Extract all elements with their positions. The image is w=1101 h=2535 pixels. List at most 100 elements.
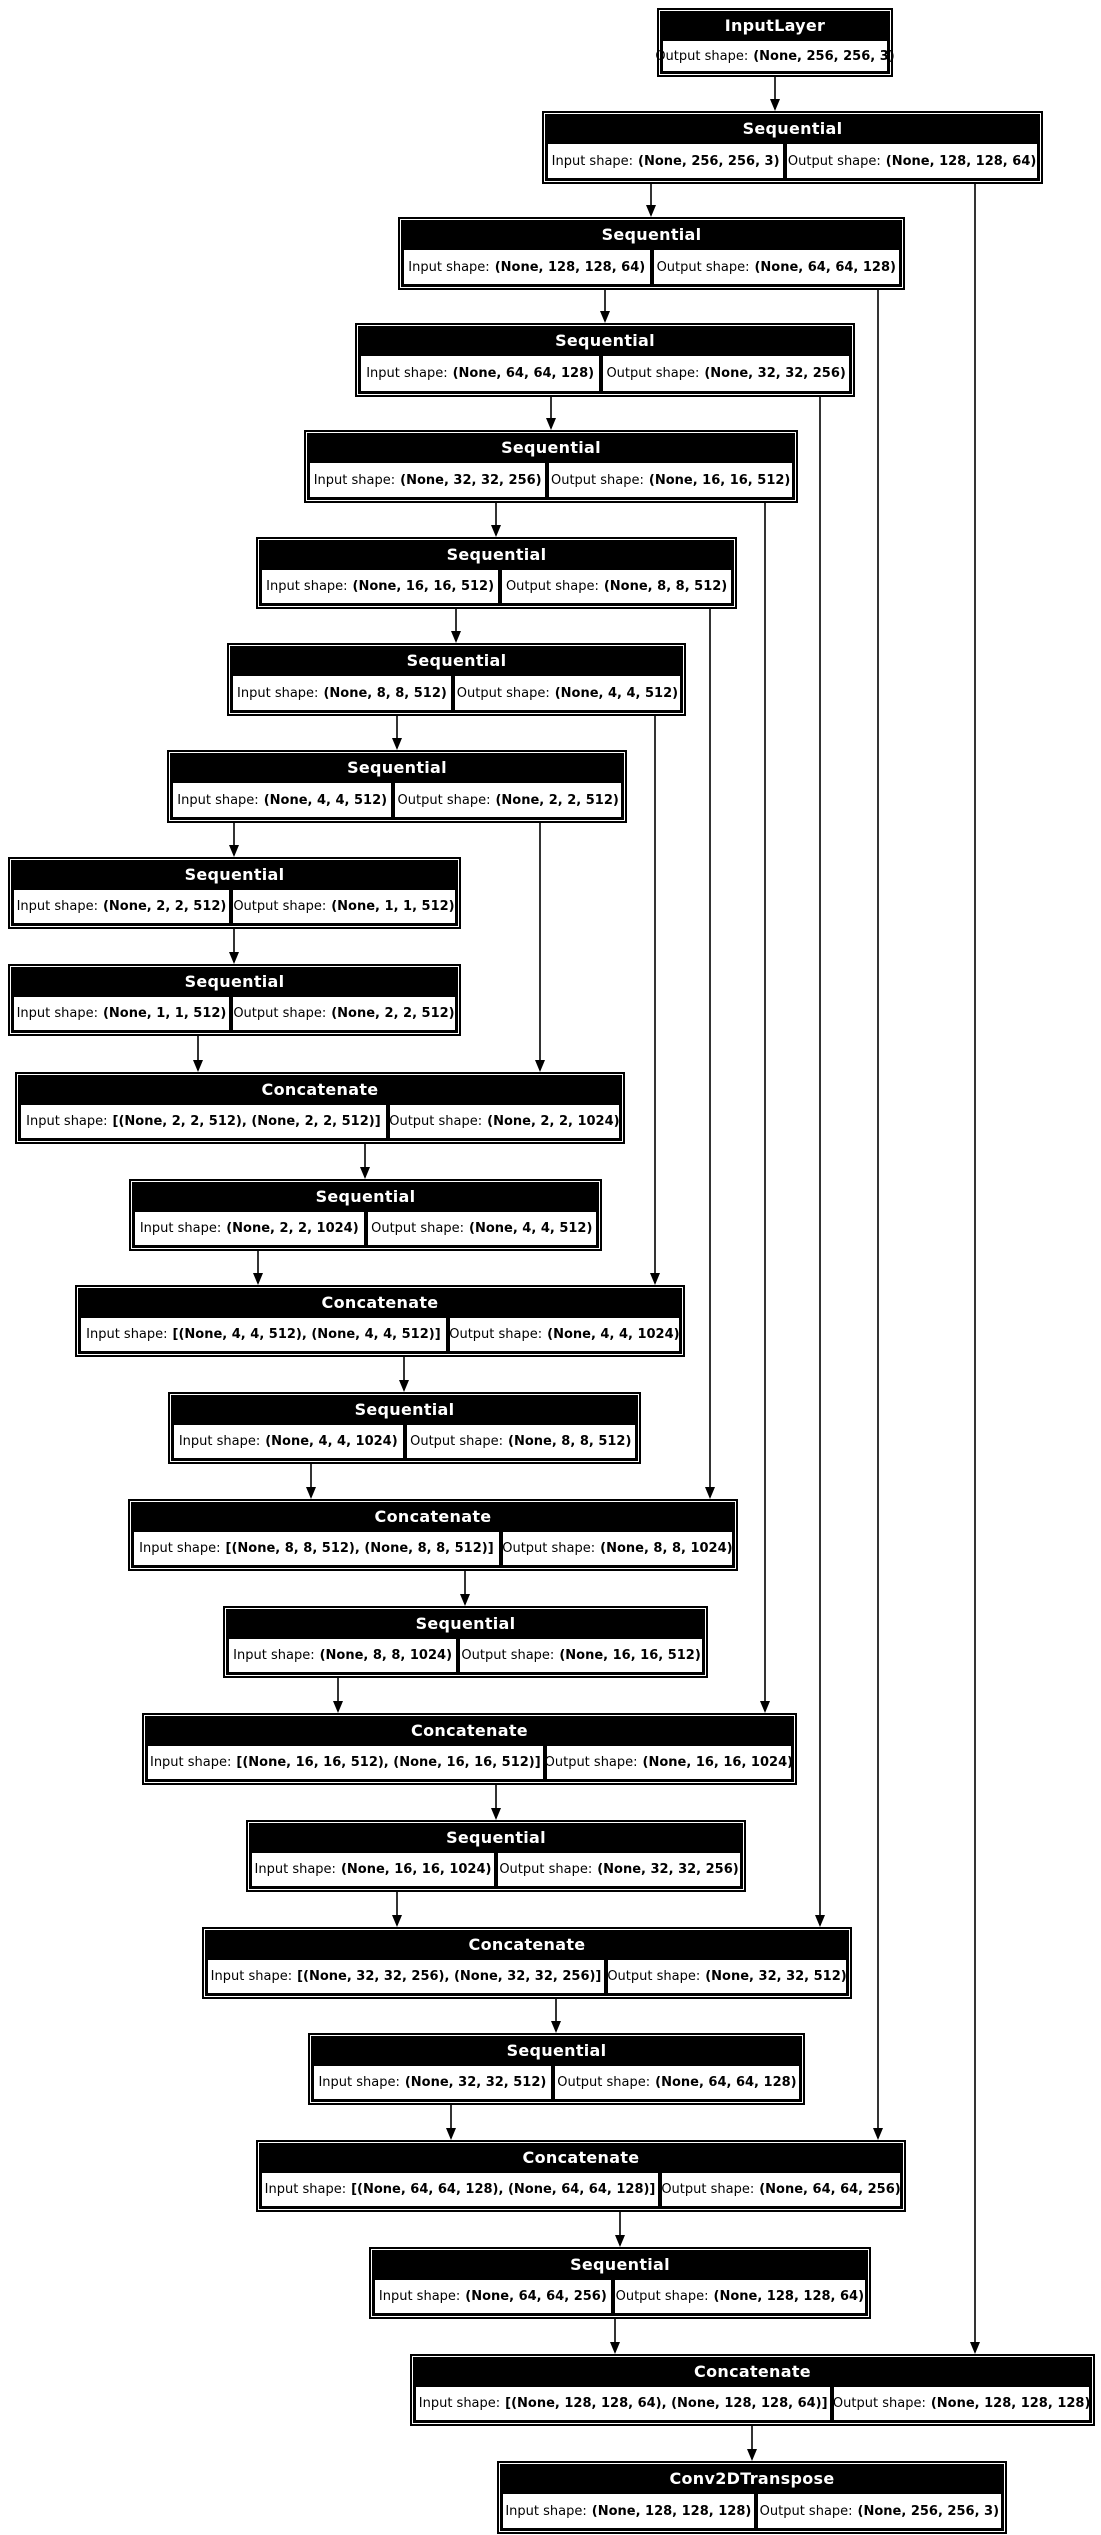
node-cells: Input shape:(None, 32, 32, 256)Output sh… (310, 463, 792, 497)
node-cell-input: Input shape:[(None, 64, 64, 128), (None,… (262, 2173, 659, 2206)
node-title: Concatenate (411, 1721, 528, 1740)
shape-value: (None, 16, 16, 1024) (340, 1862, 492, 1877)
shape-label: Output shape: (233, 1006, 327, 1021)
shape-label: Input shape: (26, 1114, 108, 1129)
shape-label: Input shape: (233, 1648, 315, 1663)
node-cells: Input shape:(None, 256, 256, 3)Output sh… (548, 144, 1037, 178)
shape-label: Output shape: (787, 153, 881, 169)
shape-label: Output shape: (606, 366, 700, 381)
node-cell-output: Output shape:(None, 16, 16, 512) (460, 1639, 702, 1672)
node-cell-output: Output shape:(None, 128, 128, 128) (833, 2387, 1090, 2420)
shape-label: Input shape: (149, 1755, 232, 1770)
node-title: Conv2DTranspose (669, 2469, 835, 2488)
shape-label: Output shape: (607, 1969, 701, 1984)
shape-value: (None, 1, 1, 512) (331, 899, 455, 914)
shape-value: (None, 4, 4, 512) (263, 792, 388, 808)
shape-label: Output shape: (615, 2289, 709, 2304)
shape-label: Input shape: (16, 1006, 98, 1021)
shape-value: (None, 8, 8, 512) (323, 685, 447, 701)
shape-value: (None, 4, 4, 512) (554, 685, 679, 701)
node-seq8: Sequential Input shape:(None, 2, 2, 512)… (8, 857, 461, 929)
node-cell-input: Input shape:(None, 64, 64, 256) (375, 2280, 611, 2313)
shape-value: (None, 64, 64, 128) (754, 259, 896, 275)
node-cell-input: Input shape:(None, 256, 256, 3) (548, 144, 784, 178)
shape-label: Output shape: (371, 1221, 465, 1236)
shape-value: (None, 256, 256, 3) (753, 48, 895, 64)
node-cell-input: Input shape:(None, 32, 32, 256) (310, 463, 546, 497)
shape-value: (None, 64, 64, 128) (655, 2075, 797, 2090)
node-cell-input: Input shape:(None, 128, 128, 128) (503, 2494, 754, 2528)
shape-value: (None, 2, 2, 1024) (226, 1221, 359, 1236)
shape-label: Output shape: (389, 1114, 483, 1129)
node-cell-input: Input shape: (None, 2, 2, 1024) (135, 1212, 364, 1245)
shape-value: (None, 32, 32, 512) (404, 2075, 547, 2090)
node-c3: Concatenate Input shape:[(None, 8, 8, 51… (128, 1499, 738, 1571)
shape-value: (None, 32, 32, 256) (704, 366, 846, 381)
shape-label: Input shape: (86, 1327, 168, 1342)
node-cells: Input shape:(None, 32, 32, 512)Output sh… (314, 2066, 799, 2099)
node-cells: Input shape:(None, 64, 64, 128) Output sh… (361, 356, 849, 391)
node-title: Sequential (184, 865, 285, 884)
node-cell-input: Input shape: (None, 1, 1, 512) (14, 997, 229, 1030)
node-cells: Input shape:(None, 8, 8, 1024)Output sha… (229, 1639, 702, 1672)
shape-label: Input shape: (139, 1221, 222, 1236)
node-seq11: Sequential Input shape:(None, 4, 4, 1024… (168, 1392, 641, 1464)
shape-value: (None, 1, 1, 512) (102, 1006, 227, 1021)
node-title: Sequential (415, 1614, 516, 1633)
node-cell-output: Output shape:(None, 1, 1, 512) (232, 890, 455, 923)
shape-label: Output shape: (502, 1541, 596, 1556)
shape-value: [(None, 16, 16, 512), (None, 16, 16, 512… (236, 1755, 541, 1770)
node-c2: Concatenate Input shape:[(None, 4, 4, 51… (75, 1285, 685, 1357)
node-cells: Input shape:[(None, 32, 32, 256), (None,… (208, 1960, 847, 1993)
node-cell-output: Output shape:(None, 4, 4, 1024) (449, 1318, 680, 1351)
node-cell-input: Input shape:(None, 4, 4, 1024) (174, 1425, 403, 1458)
shape-value: (None, 8, 8, 1024) (600, 1541, 733, 1556)
node-cell-output: Output shape:(None, 8, 8, 512) (502, 570, 731, 603)
node-seq2: Sequential Input shape:(None, 128, 128, … (398, 217, 905, 290)
node-title: Sequential (601, 225, 702, 244)
shape-value: (None, 2, 2, 512) (495, 792, 619, 808)
node-cell-input: Input shape:(None, 64, 64, 128) (361, 356, 600, 391)
node-cell-input: Input shape:(None, 4, 4, 512) (173, 783, 392, 817)
node-title: InputLayer (724, 16, 826, 35)
shape-label: Input shape: (313, 472, 396, 488)
node-title: Sequential (446, 545, 547, 564)
shape-label: Input shape: (418, 2396, 501, 2411)
node-seq7: Sequential Input shape:(None, 4, 4, 512)… (167, 750, 627, 823)
node-c4: Concatenate Input shape: [(None, 16, 16, … (142, 1713, 797, 1785)
shape-value: (None, 64, 64, 256) (759, 2182, 901, 2197)
node-cell-output: Output shape:(None, 2, 2, 512) (232, 997, 455, 1030)
shape-label: Input shape: (318, 2075, 400, 2090)
node-seq9: Sequential Input shape: (None, 1, 1, 512)… (8, 964, 461, 1036)
node-cell-output: Output shape:(None, 32, 32, 512) (607, 1960, 847, 1993)
shape-value: (None, 32, 32, 256) (597, 1862, 739, 1877)
node-seq3: Sequential Input shape:(None, 64, 64, 12… (355, 323, 855, 397)
shape-label: Input shape: (254, 1862, 336, 1877)
node-cells: Input shape:[(None, 2, 2, 512), (None, 2… (21, 1105, 620, 1138)
shape-label: Output shape: (550, 472, 644, 488)
shape-label: Input shape: (505, 2503, 587, 2519)
node-title: Sequential (347, 758, 447, 777)
shape-value: (None, 128, 128, 128) (591, 2503, 752, 2519)
node-cells: Output shape:(None, 256, 256, 3) (655, 41, 895, 71)
node-c6: Concatenate Input shape:[(None, 64, 64, … (256, 2140, 906, 2212)
shape-value: (None, 4, 4, 512) (469, 1221, 593, 1236)
node-cell-output: Output shape:(None, 8, 8, 512) (406, 1425, 635, 1458)
node-cells: Input shape:(None, 128, 128, 64)Output s… (404, 250, 899, 284)
node-title: Sequential (354, 1400, 455, 1419)
node-cell-input: Input shape: (None, 16, 16, 1024) (252, 1853, 494, 1886)
shape-label: Output shape: (456, 685, 550, 701)
node-cells: Input shape: (None, 2, 2, 1024) Output sha… (135, 1212, 596, 1245)
node-title: Sequential (570, 2255, 670, 2274)
node-title: Concatenate (321, 1293, 439, 1312)
shape-value: (None, 32, 32, 256) (400, 472, 542, 488)
node-cell-input: Input shape:[(None, 4, 4, 512), (None, 4… (81, 1318, 446, 1351)
node-title: Concatenate (261, 1080, 379, 1099)
node-seq10: Sequential Input shape:(None, 2, 2, 1024… (129, 1179, 602, 1251)
node-title: Sequential (184, 972, 285, 991)
node-cell-output: Output shape:(None, 4, 4, 512) (454, 676, 680, 710)
shape-value: (None, 16, 16, 512) (648, 472, 791, 488)
node-title: Sequential (501, 438, 601, 457)
node-cells: Input shape: [(None, 16, 16, 512), (None,… (148, 1746, 793, 1779)
